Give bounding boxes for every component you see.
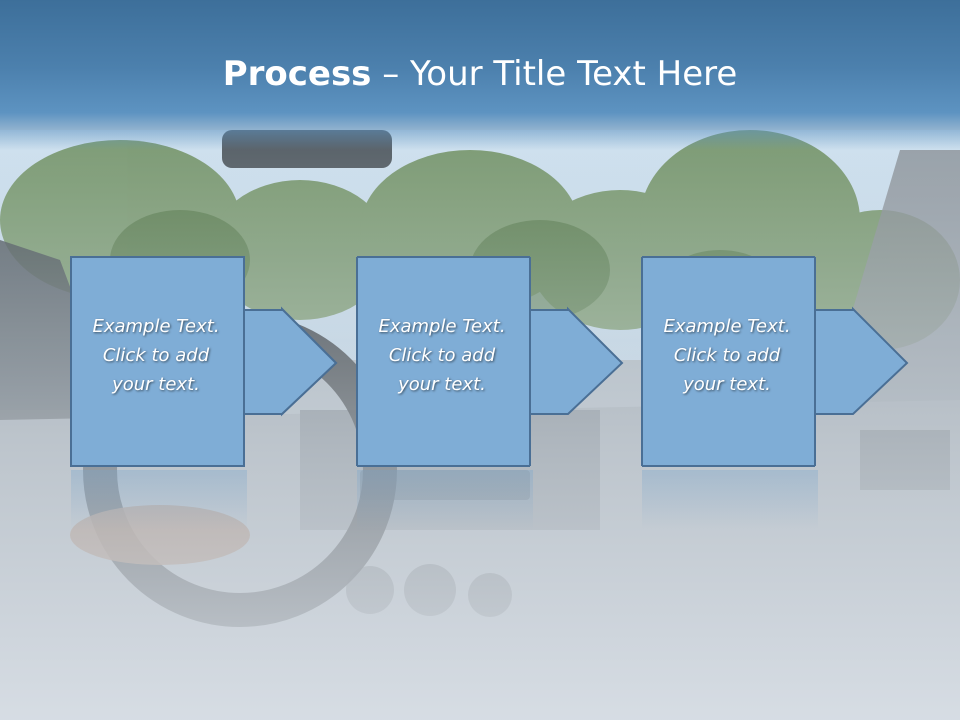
step-2-line-1: Example Text. xyxy=(378,316,506,337)
step-arrow-shape xyxy=(356,256,624,467)
process-step-1[interactable]: Example Text. Click to add your text. xyxy=(70,256,340,468)
step-1-line-3: your text. xyxy=(112,374,200,395)
step-arrow-shape xyxy=(70,256,338,467)
step-1-line-1: Example Text. xyxy=(92,316,220,337)
step-3-line-1: Example Text. xyxy=(663,316,791,337)
process-step-2[interactable]: Example Text. Click to add your text. xyxy=(356,256,626,468)
step-3-line-2: Click to add xyxy=(673,345,781,366)
step-arrow-shape xyxy=(641,256,909,467)
step-3-line-3: your text. xyxy=(683,374,771,395)
slide-title[interactable]: Process – Your Title Text Here xyxy=(0,52,960,96)
step-1-line-2: Click to add xyxy=(102,345,210,366)
title-bar xyxy=(0,0,960,150)
step-1-text[interactable]: Example Text. Click to add your text. xyxy=(76,312,236,399)
step-2-line-3: your text. xyxy=(398,374,486,395)
title-bold: Process xyxy=(222,54,372,94)
process-step-3[interactable]: Example Text. Click to add your text. xyxy=(641,256,911,468)
step-1-reflection xyxy=(71,470,247,530)
step-2-reflection xyxy=(357,470,533,530)
title-rest: – Your Title Text Here xyxy=(371,54,738,94)
step-3-reflection xyxy=(642,470,818,530)
step-3-text[interactable]: Example Text. Click to add your text. xyxy=(647,312,807,399)
step-2-line-2: Click to add xyxy=(388,345,496,366)
step-2-text[interactable]: Example Text. Click to add your text. xyxy=(362,312,522,399)
